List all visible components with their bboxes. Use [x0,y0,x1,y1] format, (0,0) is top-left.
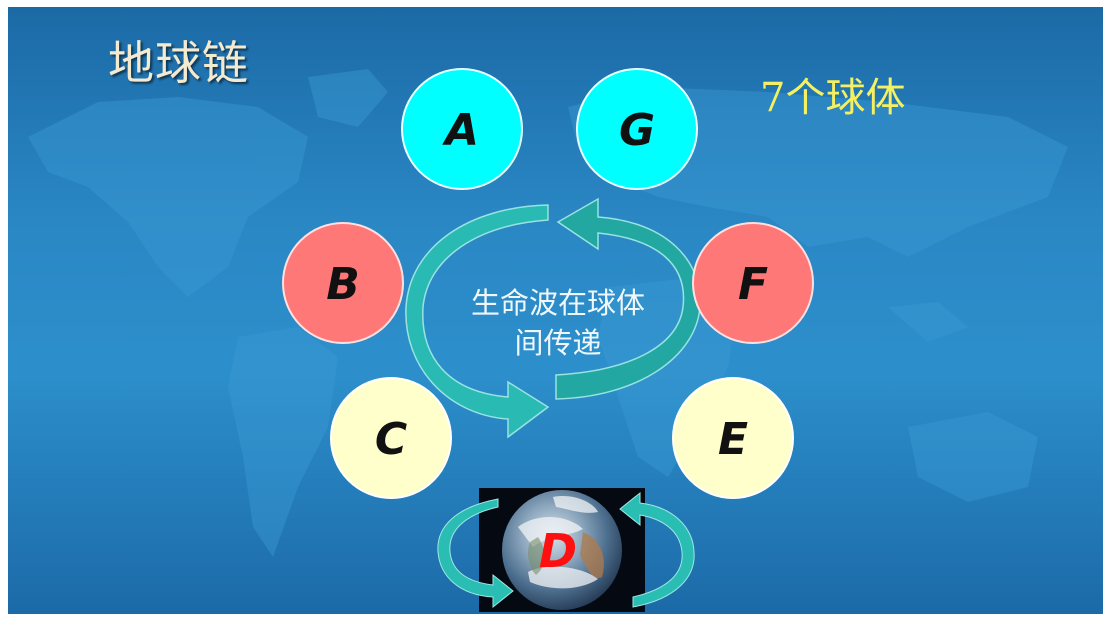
sphere-label-F: F [738,259,768,310]
earth-image [479,488,645,612]
sphere-label-C: C [375,414,407,465]
center-caption: 生命波在球体 间传递 [448,283,668,363]
left-cycle-arrow [405,204,550,439]
sphere-label-A: A [442,105,479,156]
sphere-A: A [401,68,523,190]
sphere-label-B: B [326,259,360,310]
earth-right-arrow [619,491,695,608]
sphere-B: B [282,222,404,344]
slide-title: 地球链 [108,36,249,90]
slide-canvas: A G B F C E [8,7,1103,614]
sphere-diagram: A G B F C E [282,68,814,612]
sphere-E: E [672,377,794,499]
sphere-count-label: 7个球体 [760,75,906,121]
sphere-label-E: E [718,414,748,465]
right-cycle-arrow [555,197,701,400]
earth-left-arrow [437,498,514,609]
center-caption-line-2: 间传递 [514,326,602,360]
cycle-arrows [405,197,701,439]
center-caption-line-1: 生命波在球体 [470,286,645,320]
sphere-C: C [330,377,452,499]
sphere-F: F [692,222,814,344]
sphere-label-D: D [539,524,577,578]
earth-rotation-arrows [437,491,695,609]
sphere-label-G: G [619,105,655,156]
sphere-G: G [576,68,698,190]
